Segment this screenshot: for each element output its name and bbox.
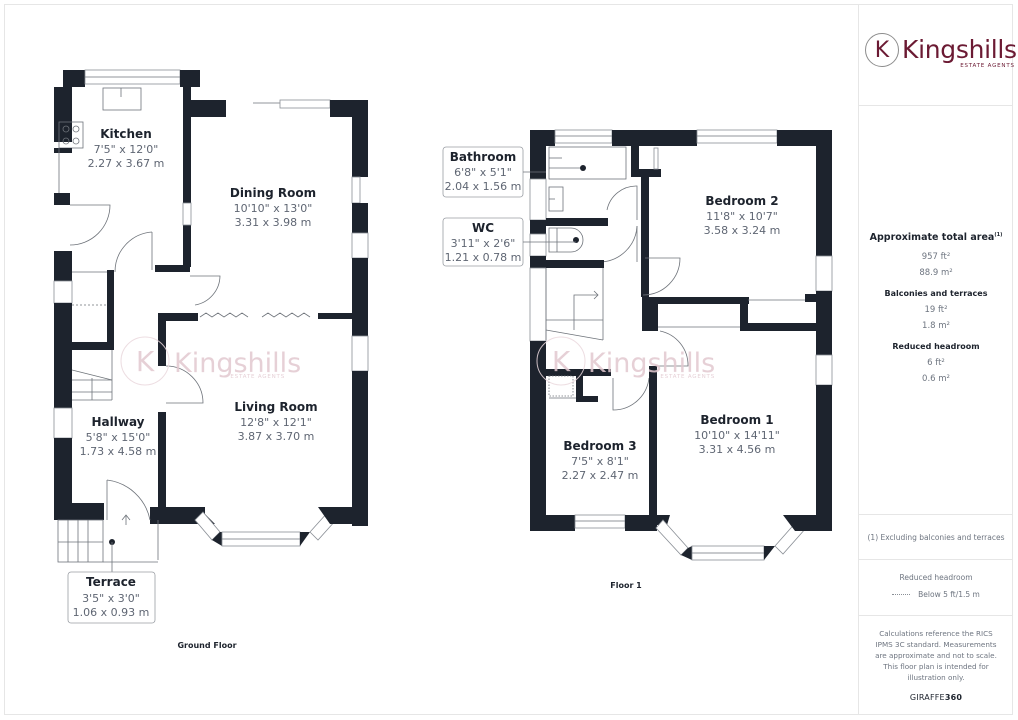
room-label-terrace: Terrace (86, 575, 136, 589)
balconies-title: Balconies and terraces (884, 289, 988, 299)
svg-text:1.73 x 4.58 m: 1.73 x 4.58 m (80, 445, 157, 458)
footnote: (1) Excluding balconies and terraces (859, 515, 1013, 560)
room-label-hallway: Hallway (91, 415, 144, 429)
logo-circle-icon: K (865, 33, 899, 67)
floor-label-floor-1: Floor 1 (610, 581, 642, 590)
room-label-dining-room: Dining Room (230, 186, 316, 200)
svg-text:3.58 x 3.24 m: 3.58 x 3.24 m (704, 224, 781, 237)
svg-text:ESTATE AGENTS: ESTATE AGENTS (660, 374, 715, 380)
svg-text:ESTATE AGENTS: ESTATE AGENTS (230, 374, 285, 380)
room-label-bedroom-2: Bedroom 2 (705, 194, 778, 208)
room-label-bedroom-3: Bedroom 3 (563, 439, 636, 453)
svg-text:1.21 x 0.78 m: 1.21 x 0.78 m (445, 251, 522, 264)
legend-reduced-headroom: Reduced headroom Below 5 ft/1.5 m (859, 560, 1013, 616)
svg-text:6'8" x 5'1": 6'8" x 5'1" (454, 166, 512, 179)
reduced-headroom-m: 0.6 m² (922, 374, 950, 385)
svg-text:2.27 x 2.47 m: 2.27 x 2.47 m (562, 469, 639, 482)
svg-text:2.04 x 1.56 m: 2.04 x 1.56 m (445, 180, 522, 193)
total-area-title: Approximate total area(1) (869, 232, 1003, 244)
floor-plan-canvas: .w { fill: #1d232d; } .win { fill: #ffff… (53, 69, 833, 650)
svg-text:Kingshills: Kingshills (588, 348, 715, 379)
svg-text:12'8" x 12'1": 12'8" x 12'1" (240, 416, 312, 429)
disclaimer-section: Calculations reference the RICS IPMS 3C … (859, 616, 1013, 715)
svg-text:3.31 x 4.56 m: 3.31 x 4.56 m (699, 443, 776, 456)
room-label-bathroom: Bathroom (450, 150, 516, 164)
svg-text:2.27 x 3.67 m: 2.27 x 3.67 m (88, 157, 165, 170)
legend-title: Reduced headroom (899, 573, 973, 582)
svg-text:K: K (552, 345, 571, 378)
svg-text:7'5" x 12'0": 7'5" x 12'0" (94, 143, 159, 156)
svg-text:11'8" x 10'7": 11'8" x 10'7" (706, 210, 778, 223)
svg-text:5'8" x 15'0": 5'8" x 15'0" (86, 431, 151, 444)
floor-1-plan: Bedroom 2 11'8" x 10'7" 3.58 x 3.24 m Be… (442, 129, 833, 590)
svg-text:10'10" x 14'11": 10'10" x 14'11" (694, 429, 780, 442)
sidebar-panel: K Kingshills ESTATE AGENTS Approximate t… (858, 4, 1017, 715)
giraffe360-brand: GIRAFFE360 (909, 693, 963, 702)
floor-label-ground: Ground Floor (177, 641, 236, 650)
watermark-ground-floor: K Kingshills ESTATE AGENTS (120, 336, 301, 386)
balconies-ft: 19 ft² (924, 305, 948, 316)
brand-logo: K Kingshills ESTATE AGENTS (859, 4, 1017, 106)
brand-subtitle: ESTATE AGENTS (960, 63, 1015, 69)
room-label-bedroom-1: Bedroom 1 (700, 413, 773, 427)
svg-text:7'5" x 8'1": 7'5" x 8'1" (571, 455, 629, 468)
watermark-floor-1: K Kingshills ESTATE AGENTS (536, 336, 715, 386)
reduced-headroom-title: Reduced headroom (892, 342, 980, 352)
svg-text:1.06 x 0.93 m: 1.06 x 0.93 m (73, 606, 150, 619)
reduced-headroom-ft: 6 ft² (927, 358, 945, 369)
brand-name: Kingshills (902, 35, 1017, 64)
svg-text:K: K (136, 345, 155, 378)
svg-text:Kingshills: Kingshills (174, 348, 301, 379)
dotted-line-icon (892, 594, 911, 595)
disclaimer-text: Calculations reference the RICS IPMS 3C … (875, 629, 997, 682)
balconies-m: 1.8 m² (922, 321, 950, 332)
page-frame (4, 4, 1013, 715)
svg-text:3'11" x 2'6": 3'11" x 2'6" (451, 237, 516, 250)
ground-floor-plan: Kitchen 7'5" x 12'0" 2.27 x 3.67 m Dinin… (53, 69, 369, 650)
legend-item: Below 5 ft/1.5 m (918, 590, 980, 599)
svg-text:3.87 x 3.70 m: 3.87 x 3.70 m (238, 430, 315, 443)
room-label-kitchen: Kitchen (100, 127, 152, 141)
svg-text:3.31 x 3.98 m: 3.31 x 3.98 m (235, 216, 312, 229)
total-area-m: 88.9 m² (919, 268, 953, 279)
room-label-wc: WC (472, 221, 494, 235)
area-summary: Approximate total area(1) 957 ft² 88.9 m… (859, 106, 1013, 515)
svg-text:3'5" x 3'0": 3'5" x 3'0" (82, 592, 140, 605)
total-area-ft: 957 ft² (921, 252, 951, 263)
svg-text:10'10" x 13'0": 10'10" x 13'0" (234, 202, 313, 215)
room-label-living-room: Living Room (234, 400, 317, 414)
